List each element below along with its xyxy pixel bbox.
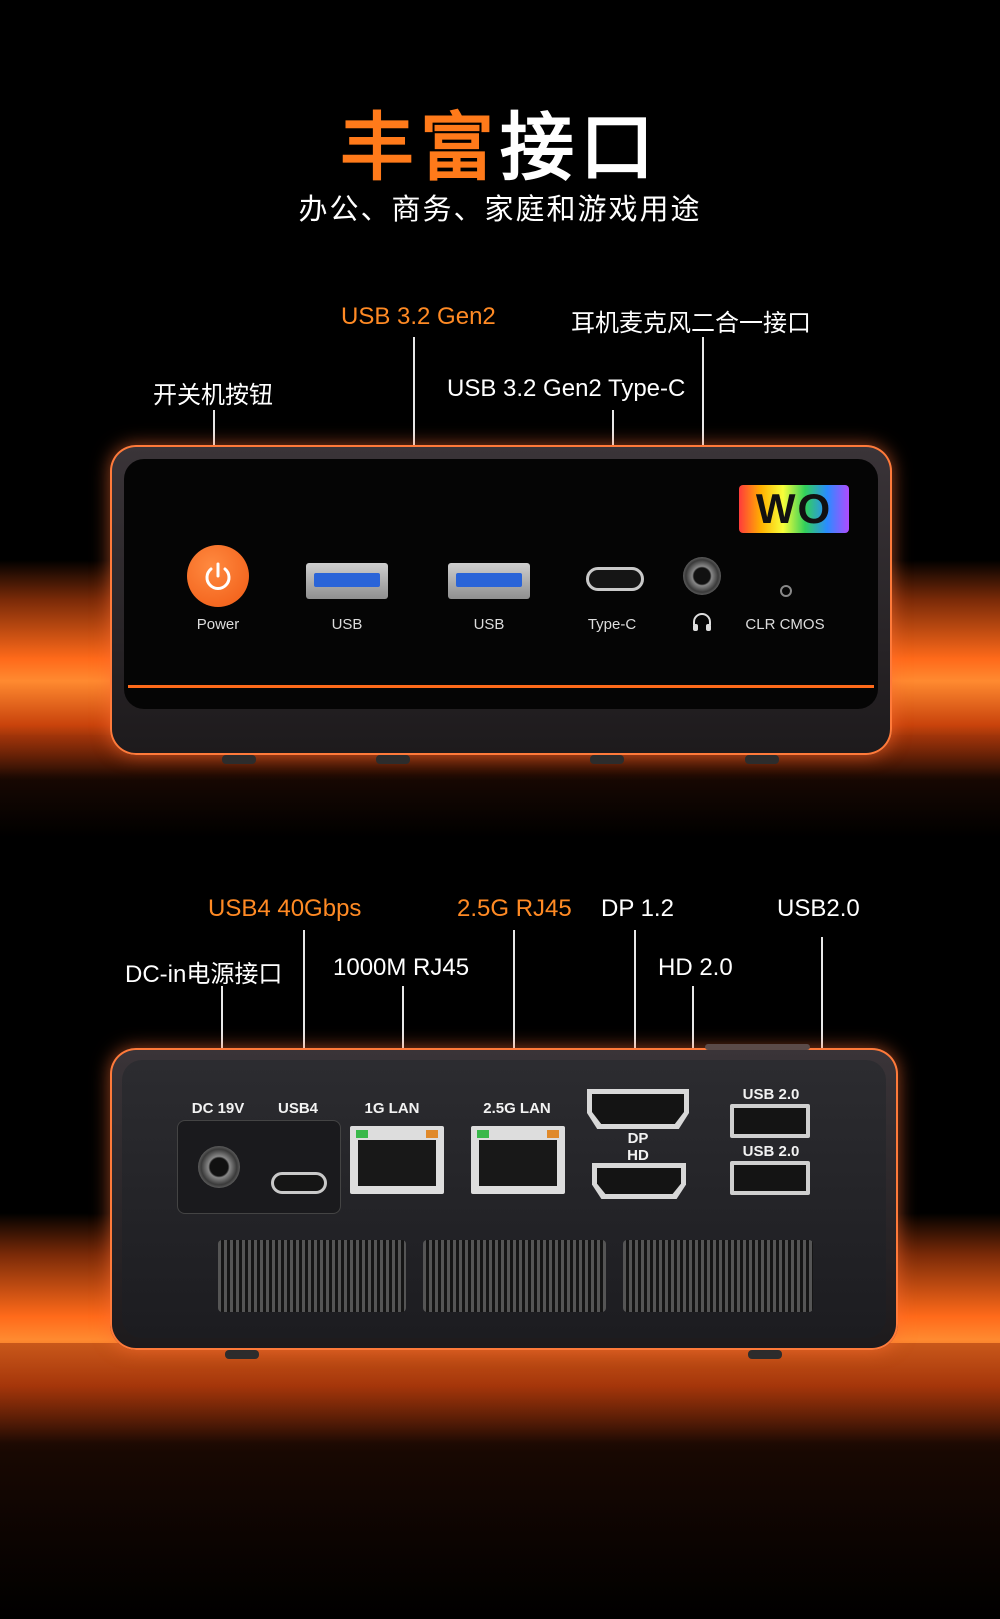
device-foot — [376, 755, 410, 764]
port-label-clr-cmos: CLR CMOS — [745, 616, 825, 633]
leader-line-usb — [413, 337, 415, 541]
callout-hd: HD 2.0 — [658, 954, 733, 981]
callout-25g-rj45: 2.5G RJ45 — [457, 895, 572, 922]
port-label-usb-2: USB — [473, 616, 505, 633]
port-label-dp: DP — [627, 1130, 649, 1147]
usb-a-port-2[interactable] — [448, 563, 530, 599]
port-label-usb20-b: USB 2.0 — [742, 1143, 800, 1160]
callout-dc-in: DC-in电源接口 — [125, 961, 283, 988]
device-foot — [222, 755, 256, 764]
port-label-power: Power — [196, 616, 240, 633]
device-foot — [748, 1350, 782, 1359]
leader-line-usb4 — [303, 930, 305, 1152]
callout-usb4: USB4 40Gbps — [208, 895, 362, 922]
callout-headset-jack: 耳机麦克风二合一接口 — [571, 310, 811, 337]
vent-grille — [623, 1240, 813, 1312]
dc-in-port[interactable] — [198, 1146, 240, 1188]
callout-usb32-gen2: USB 3.2 Gen2 — [341, 303, 496, 330]
port-label-usb-1: USB — [331, 616, 363, 633]
rear-device: DC 19V USB4 1G LAN 2.5G LAN DP HD USB 2.… — [110, 1048, 898, 1350]
port-label-usb4: USB4 — [277, 1100, 318, 1117]
usb-a-port-1[interactable] — [306, 563, 388, 599]
vent-grille — [423, 1240, 606, 1312]
callout-power-button: 开关机按钮 — [153, 382, 273, 409]
port-label-usb20-a: USB 2.0 — [742, 1086, 800, 1103]
top-edge-strip — [705, 1044, 810, 1050]
usb4-port[interactable] — [271, 1172, 327, 1194]
port-label-typec: Type-C — [587, 616, 637, 633]
callout-typec: USB 3.2 Gen2 Type-C — [447, 375, 686, 402]
vent-grille — [218, 1240, 406, 1312]
headset-jack[interactable] — [683, 557, 721, 595]
rear-panel-section: USB4 40Gbps 2.5G RJ45 DP 1.2 USB2.0 DC-i… — [0, 843, 1000, 1619]
device-foot — [590, 755, 624, 764]
headphone-icon — [690, 610, 714, 639]
callout-1g-rj45: 1000M RJ45 — [333, 954, 470, 981]
displayport-port[interactable] — [587, 1089, 689, 1129]
front-panel-section: 丰富接口 办公、商务、家庭和游戏用途 USB 3.2 Gen2 耳机麦克风二合一… — [0, 88, 1000, 838]
usb-c-port[interactable] — [586, 567, 644, 591]
hdmi-port[interactable] — [592, 1163, 686, 1199]
usb20-port-2[interactable] — [730, 1161, 810, 1195]
port-label-dc: DC 19V — [191, 1100, 245, 1117]
clr-cmos-hole[interactable] — [780, 585, 792, 597]
port-label-hd: HD — [627, 1147, 649, 1164]
port-label-1g-lan: 1G LAN — [364, 1100, 420, 1117]
brand-logo-text: WO — [755, 485, 833, 532]
device-foot — [745, 755, 779, 764]
power-button[interactable] — [187, 545, 249, 607]
usb20-port-1[interactable] — [730, 1104, 810, 1138]
lan-25g-port[interactable] — [471, 1126, 565, 1194]
device-foot — [225, 1350, 259, 1359]
dc-usb4-block — [177, 1120, 341, 1214]
leader-line-25g-lan — [513, 930, 515, 1117]
brand-logo: WO — [739, 485, 849, 533]
floor-reflection — [0, 1343, 1000, 1619]
title-rest: 接口 — [500, 106, 660, 189]
leader-line-dp — [634, 930, 636, 1125]
page-subtitle: 办公、商务、家庭和游戏用途 — [298, 194, 702, 226]
front-device: Power USB USB Type-C CLR CMOS WO — [110, 445, 892, 755]
title-accent: 丰富 — [340, 106, 500, 189]
callout-usb20: USB2.0 — [777, 895, 860, 922]
port-label-25g-lan: 2.5G LAN — [483, 1100, 551, 1117]
page-title: 丰富接口 — [0, 88, 1000, 195]
lan-1g-port[interactable] — [350, 1126, 444, 1194]
callout-dp: DP 1.2 — [601, 895, 674, 922]
orange-trim-line — [128, 685, 874, 688]
power-icon — [205, 562, 231, 590]
